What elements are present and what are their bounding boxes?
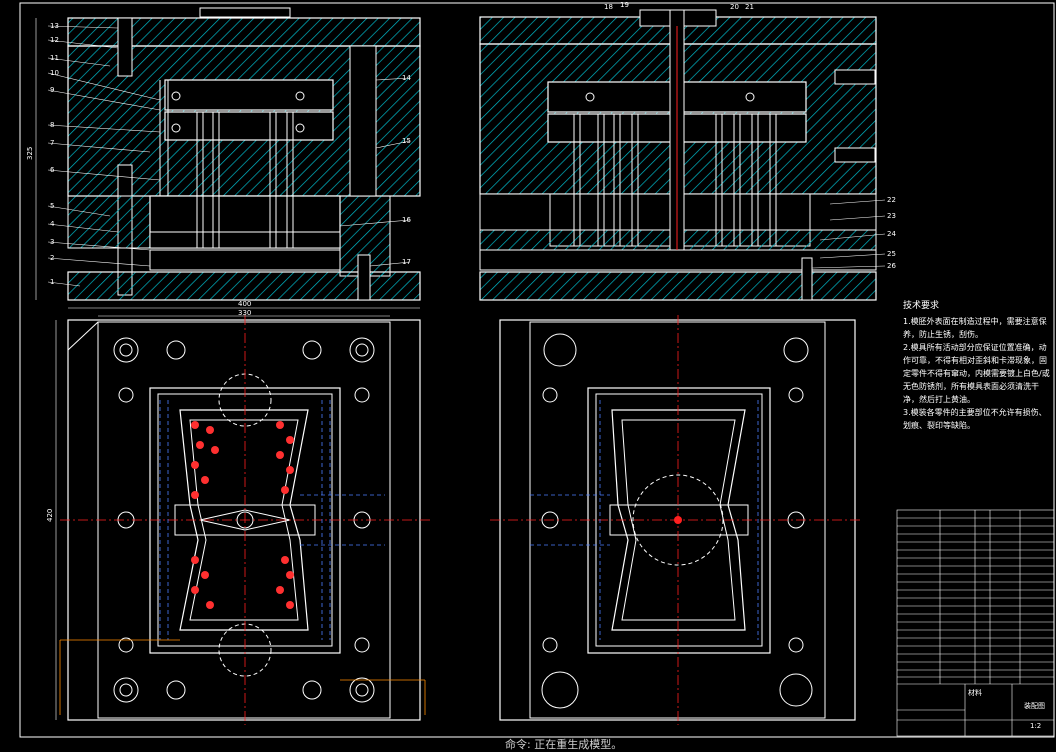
part-labels: 13 12 11 10 9 8 7 6 5 4 3 2 1 14 15 16 1… <box>26 1 1045 730</box>
fixed-half-plan-view <box>490 315 860 725</box>
title-block <box>896 509 1055 737</box>
label-11: 11 <box>50 54 59 62</box>
label-23: 23 <box>887 212 896 220</box>
tech-requirements-title: 技术要求 <box>903 301 940 311</box>
label-24: 24 <box>887 230 896 238</box>
dim-inner-width: 330 <box>238 309 251 317</box>
dim-height: 325 <box>26 147 34 160</box>
moving-half-plan-view <box>55 307 430 725</box>
label-19: 19 <box>620 1 629 9</box>
drawing-frame <box>19 2 1055 738</box>
tech-requirement-item: 1.模胚外表面在制造过程中，需要注意保养，防止生锈，刮伤。 <box>903 317 1047 339</box>
label-15: 15 <box>402 137 411 145</box>
label-6: 6 <box>50 166 55 174</box>
side-section-view <box>479 9 886 301</box>
label-21: 21 <box>745 3 754 11</box>
label-9: 9 <box>50 86 54 94</box>
label-10: 10 <box>50 69 59 77</box>
label-8: 8 <box>50 121 54 129</box>
label-2: 2 <box>50 254 54 262</box>
label-25: 25 <box>887 250 896 258</box>
dim-length: 420 <box>46 509 54 522</box>
label-17: 17 <box>402 258 411 266</box>
label-22: 22 <box>887 196 896 204</box>
title-block-drawing: 装配图 <box>1024 701 1045 710</box>
label-18: 18 <box>604 3 613 11</box>
tech-requirement-item: 2.模具所有活动部分应保证位置准确，动作可靠，不得有相对歪斜和卡滞现象，固定零件… <box>903 343 1050 404</box>
label-16: 16 <box>402 216 411 224</box>
label-20: 20 <box>730 3 739 11</box>
front-section-view <box>35 7 421 301</box>
tech-requirements: 技术要求 1.模胚外表面在制造过程中，需要注意保养，防止生锈，刮伤。 2.模具所… <box>903 300 1053 432</box>
label-1: 1 <box>50 278 54 286</box>
label-14: 14 <box>402 74 411 82</box>
label-12: 12 <box>50 36 59 44</box>
command-line: 命令: 正在重生成模型。 <box>505 738 623 751</box>
label-3: 3 <box>50 238 54 246</box>
label-5: 5 <box>50 202 54 210</box>
tech-requirement-item: 3.模装各零件的主要部位不允许有损伤、划痕、裂印等缺陷。 <box>903 408 1047 430</box>
title-block-scale: 1:2 <box>1030 722 1041 730</box>
title-block-material: 材料 <box>968 688 982 697</box>
label-13: 13 <box>50 22 59 30</box>
label-4: 4 <box>50 220 55 228</box>
label-26: 26 <box>887 262 896 270</box>
label-7: 7 <box>50 139 54 147</box>
dim-overall-width: 400 <box>238 300 251 308</box>
